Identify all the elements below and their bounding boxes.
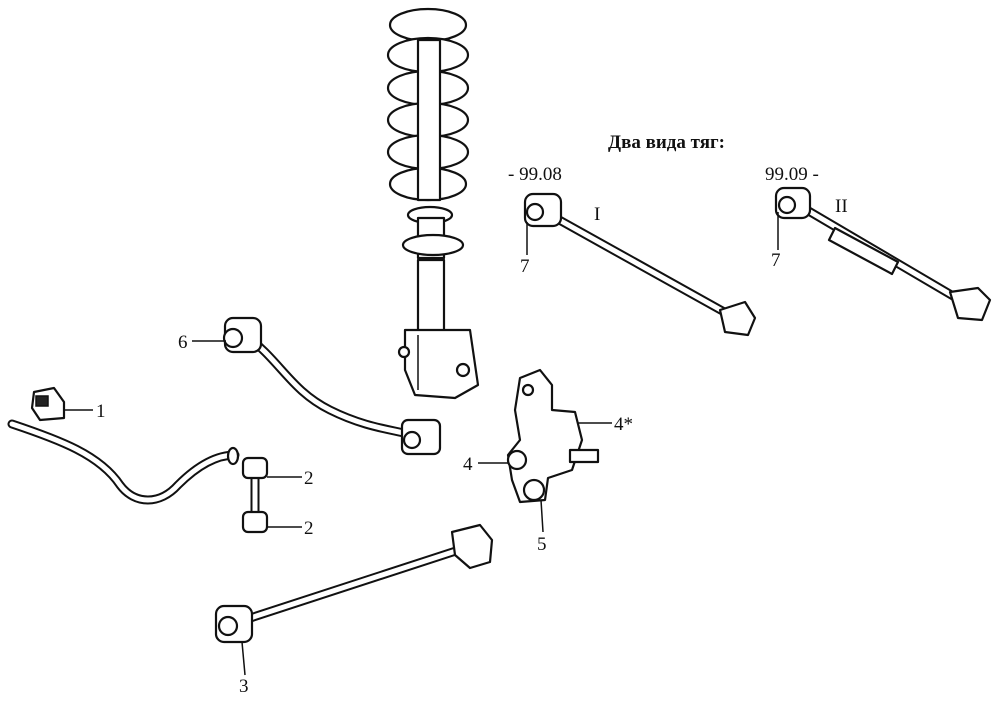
stabilizer-bar: [7, 419, 240, 505]
callout-1: 1: [96, 401, 106, 422]
callout-2-upper: 2: [304, 468, 314, 489]
stabilizer-link-2: [241, 456, 269, 534]
callout-4: 4: [463, 454, 473, 475]
callout-5: 5: [537, 534, 547, 555]
callout-7-type-2: 7: [771, 250, 781, 271]
lateral-rod-3: [214, 523, 494, 644]
shock-absorber-strut: [397, 216, 480, 400]
roman-label-1: I: [594, 204, 600, 225]
leader-lines: [64, 212, 779, 676]
callout-4-star: 4*: [614, 414, 633, 435]
coil-spring: [386, 7, 470, 225]
callout-7-type-1: 7: [520, 256, 530, 277]
callout-6: 6: [178, 332, 188, 353]
variants-title: Два вида тяг:: [608, 132, 725, 153]
date-range-type-1: - 99.08: [508, 164, 562, 185]
rod-type-2: [774, 186, 992, 322]
stabilizer-bushing-1: [30, 386, 66, 422]
roman-label-2: II: [835, 196, 848, 217]
callout-3: 3: [239, 676, 249, 697]
callout-2-lower: 2: [304, 518, 314, 539]
trailing-arm-6: [222, 316, 442, 456]
date-range-type-2: 99.09 -: [765, 164, 819, 185]
rear-knuckle-4: [506, 368, 600, 504]
rod-type-1: [523, 192, 757, 337]
